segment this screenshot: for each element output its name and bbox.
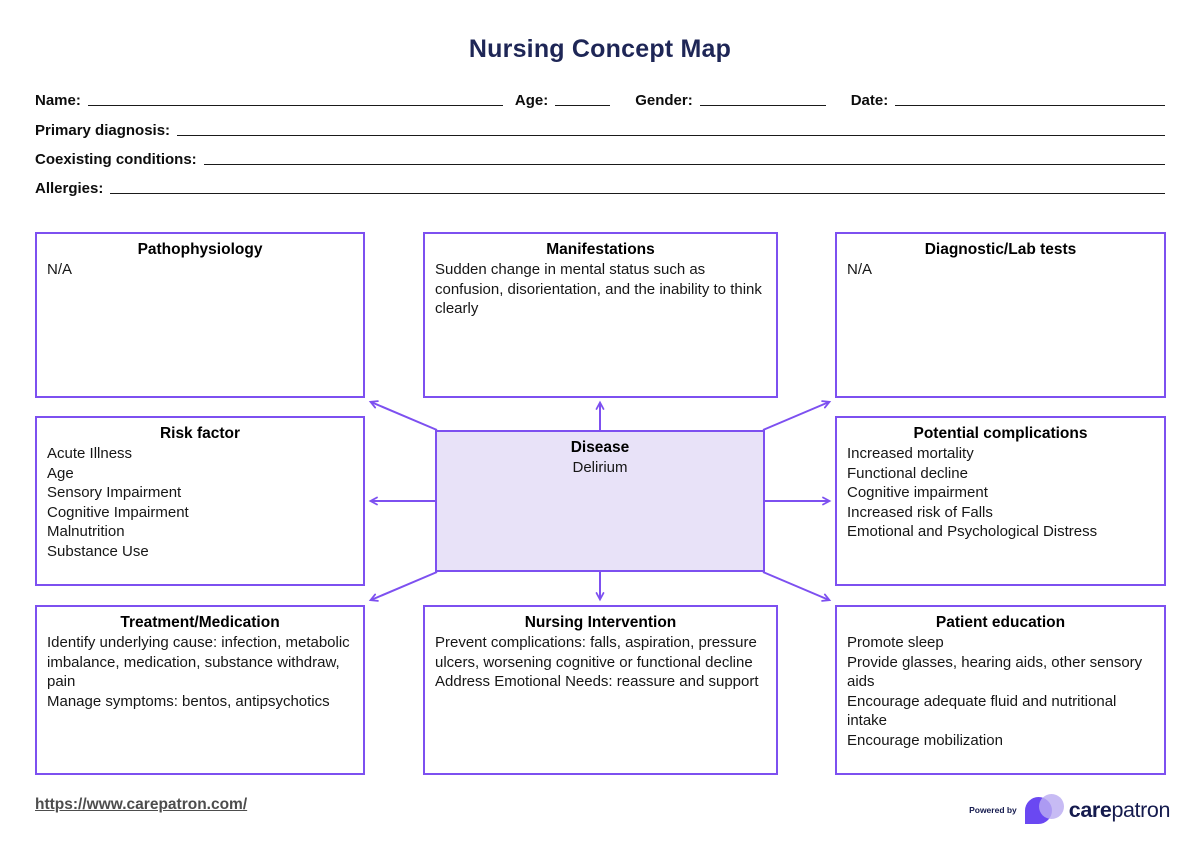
form-row-identity: Name: Age: Gender: Date: (35, 87, 1165, 109)
nursing-intervention-text: Prevent complications: falls, aspiration… (435, 634, 759, 691)
age-label: Age: (514, 92, 549, 109)
carepatron-logo-icon (1024, 794, 1067, 826)
form-row-coexisting-conditions: Coexisting conditions: (35, 146, 1165, 168)
nursing-intervention-title: Nursing Intervention (524, 614, 677, 631)
coexisting-conditions-field-line[interactable] (203, 162, 1165, 165)
allergies-label: Allergies: (35, 180, 104, 197)
disease-title: Disease (570, 439, 630, 456)
primary-diagnosis-label: Primary diagnosis: (35, 122, 171, 139)
wordmark-care: care (1068, 797, 1112, 822)
name-label: Name: (35, 92, 81, 109)
powered-by-branding: Powered by carepatron (969, 792, 1170, 828)
disease-center-box: Disease Delirium (435, 430, 765, 572)
manifestations-title: Manifestations (546, 241, 655, 258)
date-field-line[interactable] (895, 103, 1165, 106)
patient-education-text: Promote sleep Provide glasses, hearing a… (847, 634, 1143, 749)
date-label: Date: (850, 92, 889, 109)
carepatron-wordmark: carepatron (1068, 797, 1171, 823)
form-row-primary-diagnosis: Primary diagnosis: (35, 117, 1165, 139)
wordmark-patron: patron (1111, 797, 1170, 822)
age-field-line[interactable] (555, 103, 611, 106)
powered-by-label: Powered by (969, 805, 1017, 815)
arrow-to-patient-education (762, 571, 832, 602)
gender-label: Gender: (635, 92, 693, 109)
manifestations-text: Sudden change in mental status such as c… (435, 261, 762, 318)
name-field-line[interactable] (87, 103, 503, 106)
arrow-to-diagnostic-lab-tests (762, 400, 832, 431)
diagnostic-lab-tests-box: Diagnostic/Lab tests N/A (835, 232, 1166, 398)
pathophysiology-text: N/A (47, 261, 73, 279)
coexisting-conditions-label: Coexisting conditions: (35, 151, 197, 168)
allergies-field-line[interactable] (110, 191, 1165, 194)
treatment-medication-box: Treatment/Medication Identify underlying… (35, 605, 365, 775)
potential-complications-box: Potential complications Increased mortal… (835, 416, 1166, 586)
arrow-to-treatment-medication (368, 571, 438, 602)
risk-factor-box: Risk factor Acute Illness Age Sensory Im… (35, 416, 365, 586)
diagnostic-lab-tests-title: Diagnostic/Lab tests (924, 241, 1077, 258)
pathophysiology-box: Pathophysiology N/A (35, 232, 365, 398)
patient-education-title: Patient education (935, 614, 1066, 631)
carepatron-link[interactable]: https://www.carepatron.com/ (35, 796, 248, 813)
nursing-intervention-box: Nursing Intervention Prevent complicatio… (423, 605, 778, 775)
risk-factor-text: Acute Illness Age Sensory Impairment Cog… (47, 445, 189, 560)
arrow-to-pathophysiology (368, 400, 438, 431)
pathophysiology-title: Pathophysiology (137, 241, 263, 258)
diagnostic-lab-tests-text: N/A (847, 261, 873, 279)
manifestations-box: Manifestations Sudden change in mental s… (423, 232, 778, 398)
primary-diagnosis-field-line[interactable] (177, 133, 1165, 136)
logo-circle-shape (1038, 794, 1064, 819)
disease-text: Delirium (572, 459, 628, 477)
patient-education-box: Patient education Promote sleep Provide … (835, 605, 1166, 775)
form-row-allergies: Allergies: (35, 175, 1165, 197)
page-title: Nursing Concept Map (468, 35, 732, 63)
potential-complications-text: Increased mortality Functional decline C… (847, 445, 1098, 541)
gender-field-line[interactable] (699, 103, 826, 106)
treatment-medication-text: Identify underlying cause: infection, me… (47, 634, 350, 710)
risk-factor-title: Risk factor (159, 425, 241, 442)
treatment-medication-title: Treatment/Medication (120, 614, 280, 631)
potential-complications-title: Potential complications (913, 425, 1088, 442)
